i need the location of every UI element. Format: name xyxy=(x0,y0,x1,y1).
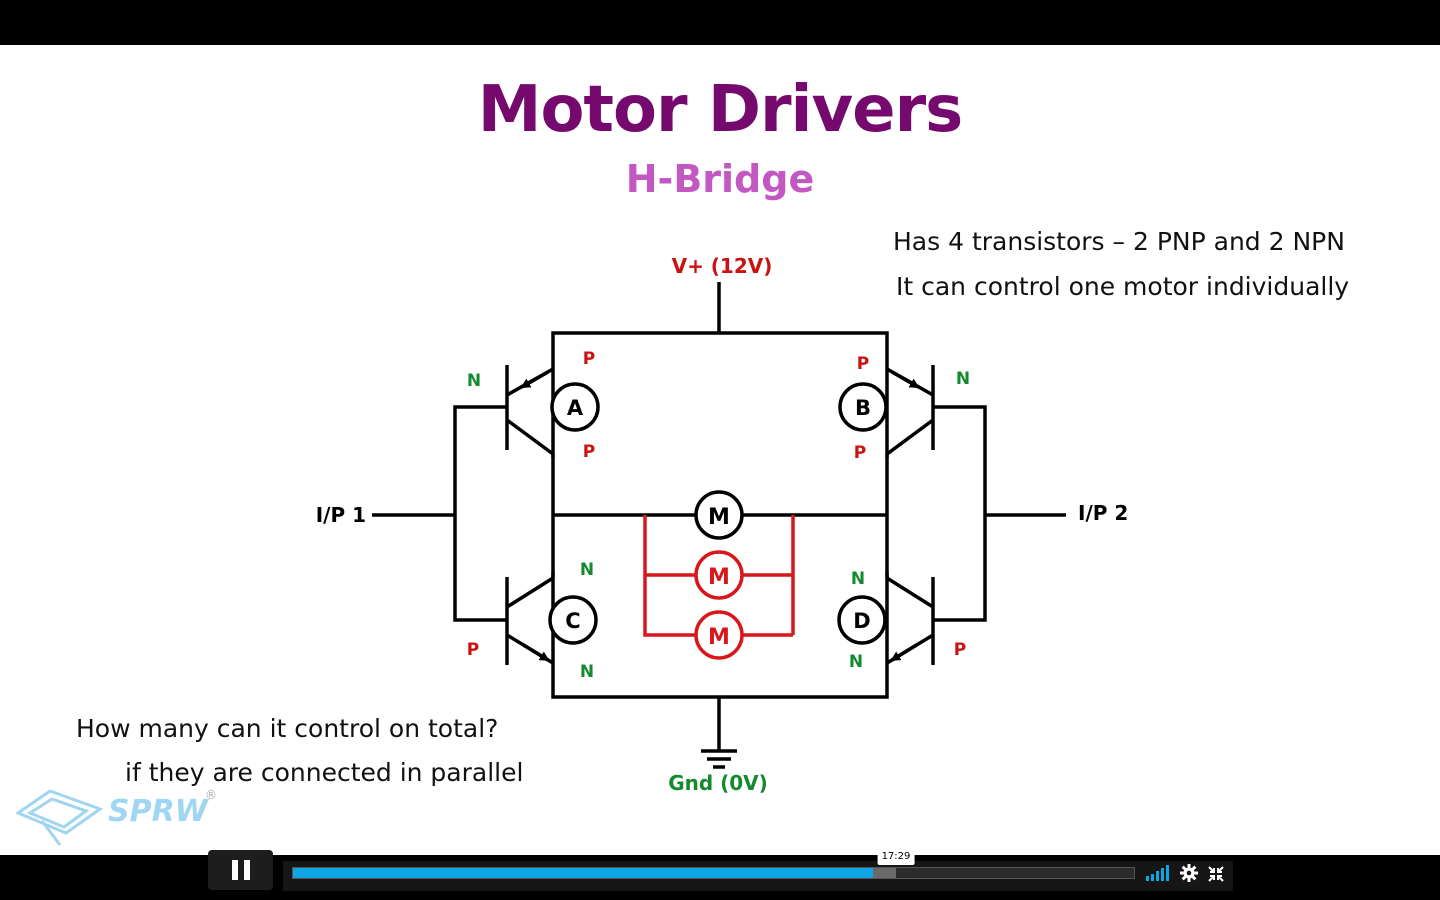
question-parallel: if they are connected in parallel xyxy=(125,758,524,787)
pause-icon-bar xyxy=(244,860,250,880)
slide-title: Motor Drivers xyxy=(477,73,963,147)
pin-label-d-base: P xyxy=(954,640,966,660)
question-total: How many can it control on total? xyxy=(76,714,499,743)
motor-parallel-2 xyxy=(694,610,744,660)
played-bar xyxy=(293,868,874,878)
pin-label-c-base: P xyxy=(467,640,479,660)
transistor-a-marker xyxy=(550,382,600,432)
ground-label: Gnd (0V) xyxy=(668,771,768,795)
motor-parallel-1 xyxy=(694,550,744,600)
transistor-c-label: C xyxy=(565,609,580,633)
transistor-d-marker xyxy=(837,595,887,645)
pin-label-a-top: P xyxy=(583,349,595,369)
pin-label-a-base: N xyxy=(467,371,481,391)
transistor-b-marker xyxy=(838,382,888,432)
volume-bars-icon[interactable] xyxy=(1146,864,1172,882)
pin-label-a-bottom: P xyxy=(583,442,595,462)
pin-label-b-top: P xyxy=(857,354,869,374)
input-2-label: I/P 2 xyxy=(1078,501,1128,525)
transistor-d-label: D xyxy=(853,609,870,633)
emitter-arrows xyxy=(520,370,920,662)
slide: Motor Drivers H-Bridge Has 4 transistors… xyxy=(0,45,1440,855)
exit-fullscreen-icon[interactable] xyxy=(1208,866,1224,882)
pin-label-d-top: N xyxy=(851,569,865,589)
fact-transistor-count: Has 4 transistors – 2 PNP and 2 NPN xyxy=(893,227,1345,256)
fact-single-motor: It can control one motor individually xyxy=(896,272,1350,301)
ground-symbol xyxy=(701,749,737,769)
sprw-logo-icon xyxy=(16,789,104,846)
pin-label-c-top: N xyxy=(580,560,594,580)
h-bridge-diagram: M M M A B C D V+ (12V) Gnd (0V) I/P 1 I/… xyxy=(316,254,1129,795)
motor-parallel-2-label: M xyxy=(708,625,730,650)
pin-label-b-bottom: P xyxy=(854,443,866,463)
transistor-b-label: B xyxy=(855,396,871,420)
transistor-c-marker xyxy=(548,595,598,645)
supply-label: V+ (12V) xyxy=(672,254,773,278)
registered-mark: ® xyxy=(205,788,217,802)
progress-track[interactable] xyxy=(292,867,1135,879)
slide-subtitle: H-Bridge xyxy=(625,157,815,201)
transistor-a-label: A xyxy=(567,396,584,420)
pin-label-b-base: N xyxy=(956,369,970,389)
pause-icon xyxy=(232,860,238,880)
pause-button[interactable] xyxy=(208,850,273,890)
parallel-motor-wiring xyxy=(643,515,795,637)
motor-main xyxy=(694,490,744,540)
pin-label-c-bottom: N xyxy=(580,662,594,682)
motor-main-label: M xyxy=(708,505,730,530)
input-1-label: I/P 1 xyxy=(316,503,366,527)
motor-parallel-1-label: M xyxy=(708,565,730,590)
gear-icon[interactable] xyxy=(1180,864,1198,882)
pin-label-d-bottom: N xyxy=(849,652,863,672)
time-tooltip: 17:29 xyxy=(877,849,915,865)
top-letterbox-bar xyxy=(0,0,1440,45)
sprw-watermark-text: SPRW xyxy=(108,794,210,829)
sprw-watermark: SPRW ® xyxy=(16,788,217,846)
